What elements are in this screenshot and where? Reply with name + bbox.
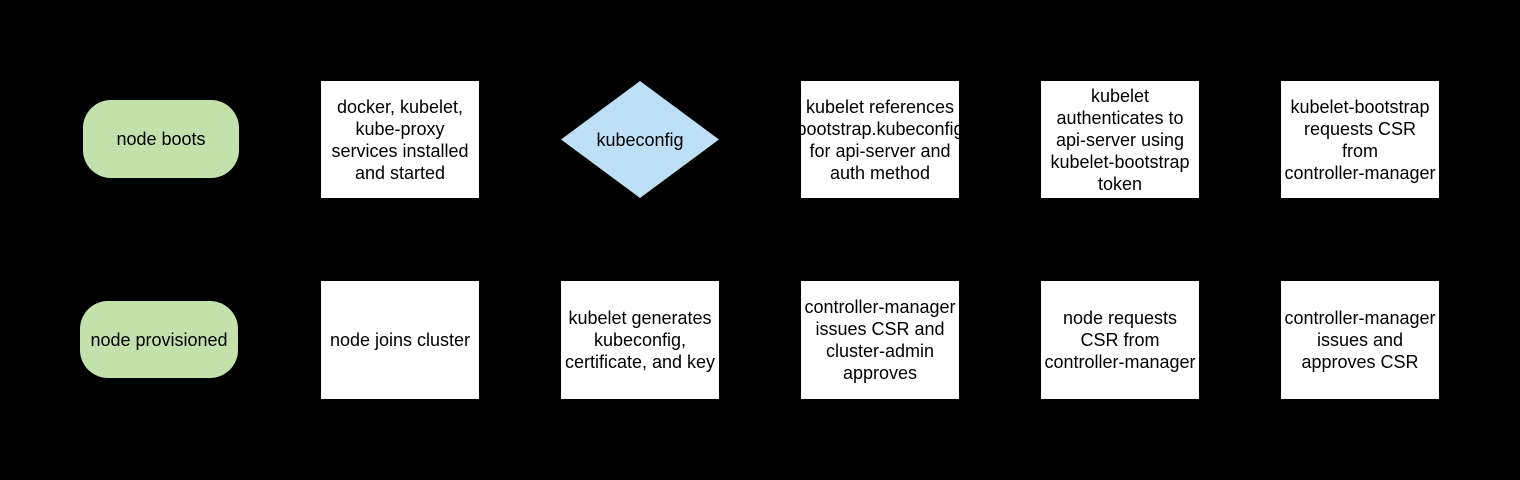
node-label: kubeconfig — [596, 129, 684, 150]
node-label: kubelet references bootstrap.kubeconfig … — [796, 96, 964, 183]
process-node-joins-cluster: node joins cluster — [321, 281, 479, 399]
process-kubelet-generates-kubeconfig: kubelet generates kubeconfig, certificat… — [561, 281, 719, 399]
node-label: node requests CSR from controller-manage… — [1044, 308, 1196, 372]
process-kubelet-authenticates: kubelet authenticates to api-server usin… — [1041, 81, 1199, 198]
node-label: kubelet authenticates to api-server usin… — [1050, 85, 1190, 194]
terminator-node-provisioned: node provisioned — [80, 301, 238, 378]
process-node-requests-csr: node requests CSR from controller-manage… — [1041, 281, 1199, 399]
node-label: node boots — [116, 129, 206, 149]
process-kubelet-references-bootstrap-kubeconfig: kubelet references bootstrap.kubeconfig … — [796, 81, 964, 198]
node-label: node joins cluster — [329, 330, 471, 350]
node-label: kubelet generates kubeconfig, certificat… — [564, 308, 716, 372]
process-kubelet-bootstrap-requests-csr: kubelet-bootstrap requests CSR from cont… — [1281, 81, 1439, 198]
node-label: kubelet-bootstrap requests CSR from cont… — [1284, 96, 1436, 183]
node-label: controller-manager issues CSR and cluste… — [804, 297, 956, 383]
node-label: controller-manager issues and approves C… — [1284, 308, 1436, 372]
process-controller-manager-issues-csr: controller-manager issues CSR and cluste… — [801, 281, 959, 399]
decision-kubeconfig: kubeconfig — [561, 81, 719, 198]
process-controller-manager-approves-csr: controller-manager issues and approves C… — [1281, 281, 1439, 399]
terminator-node-boots: node boots — [83, 100, 239, 178]
node-label: docker, kubelet, kube-proxy services ins… — [331, 96, 469, 183]
node-label: node provisioned — [90, 329, 228, 350]
process-services-installed: docker, kubelet, kube-proxy services ins… — [321, 81, 479, 198]
